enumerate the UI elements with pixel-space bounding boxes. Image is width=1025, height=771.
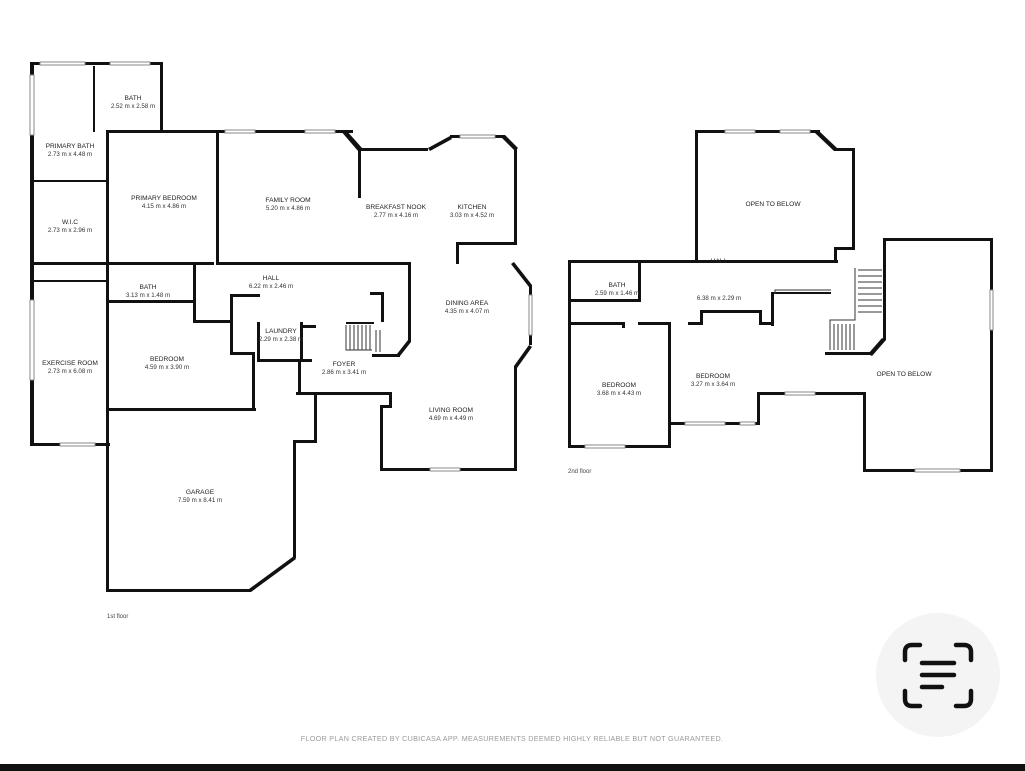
room-dims-kitchen: 3.03 m x 4.52 m bbox=[450, 212, 494, 219]
room-name-exercise-room: EXERCISE ROOM bbox=[42, 360, 98, 367]
room-dims-hall-2nd: 6.38 m x 2.29 m bbox=[697, 295, 741, 302]
room-dims-primary-bedroom: 4.15 m x 4.86 m bbox=[142, 203, 186, 210]
room-dims-family-room: 5.20 m x 4.86 m bbox=[266, 205, 310, 212]
first-floor-stairs bbox=[345, 325, 381, 352]
room-name-open-to-below-2: OPEN TO BELOW bbox=[876, 371, 932, 378]
room-dims-dining-area: 4.35 m x 4.07 m bbox=[445, 308, 489, 315]
footer-disclaimer: FLOOR PLAN CREATED BY CUBICASA APP. MEAS… bbox=[301, 734, 724, 743]
room-name-garage: GARAGE bbox=[186, 489, 215, 496]
room-name-breakfast-nook: BREAKFAST NOOK bbox=[366, 204, 427, 211]
room-dims-bedroom-2nd-a: 3.68 m x 4.43 m bbox=[597, 390, 641, 397]
scan-document-icon bbox=[902, 642, 974, 709]
room-name-kitchen: KITCHEN bbox=[458, 204, 487, 211]
room-dims-breakfast-nook: 2.77 m x 4.16 m bbox=[374, 212, 418, 219]
first-floor-windows bbox=[29, 61, 533, 472]
room-name-laundry: LAUNDRY bbox=[265, 328, 297, 335]
room-name-wic: W.I.C bbox=[62, 219, 78, 226]
second-floor-stairs bbox=[774, 268, 882, 350]
room-name-hall: HALL bbox=[263, 275, 280, 282]
room-name-living-room: LIVING ROOM bbox=[429, 407, 473, 414]
floor-label-second: 2nd floor bbox=[568, 469, 591, 475]
room-dims-bath1: 2.52 m x 2.58 m bbox=[111, 103, 155, 110]
room-name-primary-bath: PRIMARY BATH bbox=[46, 143, 95, 150]
second-floor-room-labels: OPEN TO BELOW BATH 2.59 m x 1.46 m HALL … bbox=[568, 201, 932, 475]
room-name-open-to-below-1: OPEN TO BELOW bbox=[745, 201, 801, 208]
room-dims-laundry: 2.29 m x 2.38 m bbox=[259, 336, 303, 343]
room-name-bedroom-2nd-a: BEDROOM bbox=[602, 382, 636, 389]
room-dims-living-room: 4.69 m x 4.49 m bbox=[429, 415, 473, 422]
room-name-bedroom-2nd-b: BEDROOM bbox=[696, 373, 730, 380]
room-dims-garage: 7.59 m x 8.41 m bbox=[178, 497, 222, 504]
second-floor-walls bbox=[568, 130, 993, 472]
room-name-foyer: FOYER bbox=[333, 361, 356, 368]
room-dims-bath2: 3.13 m x 1.48 m bbox=[126, 292, 170, 299]
floor-label-first: 1st floor bbox=[107, 614, 128, 620]
room-name-dining-area: DINING AREA bbox=[446, 300, 489, 307]
second-floor-windows bbox=[584, 129, 994, 473]
room-dims-bath-2nd: 2.59 m x 1.46 m bbox=[595, 290, 639, 297]
room-dims-exercise-room: 2.73 m x 6.08 m bbox=[48, 368, 92, 375]
room-name-primary-bedroom: PRIMARY BEDROOM bbox=[131, 195, 197, 202]
room-name-bedroom: BEDROOM bbox=[150, 356, 184, 363]
room-dims-primary-bath: 2.73 m x 4.48 m bbox=[48, 151, 92, 158]
room-name-family-room: FAMILY ROOM bbox=[265, 197, 310, 204]
first-floor-room-labels: BATH 2.52 m x 2.58 m PRIMARY BATH 2.73 m… bbox=[42, 95, 494, 620]
room-name-bath1: BATH bbox=[124, 95, 141, 102]
first-floor-walls bbox=[30, 62, 532, 592]
room-name-hall-2nd: HALL bbox=[711, 258, 728, 265]
room-dims-foyer: 2.86 m x 3.41 m bbox=[322, 369, 366, 376]
room-dims-bedroom-2nd-b: 3.27 m x 3.64 m bbox=[691, 381, 735, 388]
room-dims-wic: 2.73 m x 2.96 m bbox=[48, 227, 92, 234]
room-dims-bedroom: 4.59 m x 3.90 m bbox=[145, 364, 189, 371]
room-dims-hall: 6.22 m x 2.46 m bbox=[249, 283, 293, 290]
bottom-edge-bar bbox=[0, 764, 1025, 771]
room-name-bath-2nd: BATH bbox=[608, 282, 625, 289]
room-name-bath2: BATH bbox=[139, 284, 156, 291]
cubicasa-logo bbox=[876, 613, 1000, 737]
